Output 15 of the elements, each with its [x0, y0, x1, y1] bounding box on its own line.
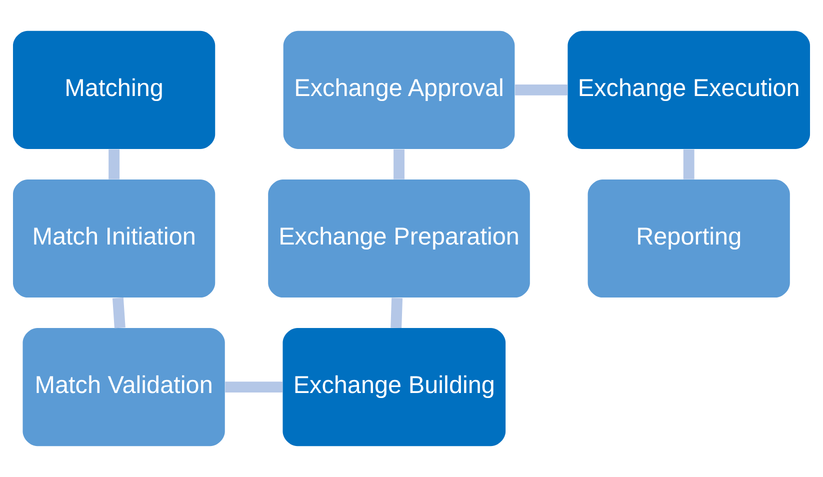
- node-box: Exchange Approval: [283, 30, 515, 149]
- connector: [394, 149, 404, 180]
- node-box: Match Validation: [22, 328, 225, 446]
- connector: [108, 149, 120, 180]
- connector: [112, 298, 126, 328]
- node-box: Match Initiation: [12, 179, 216, 298]
- node-box: Exchange Preparation: [268, 179, 530, 298]
- node-box: Exchange Building: [282, 328, 506, 446]
- connector: [515, 84, 568, 96]
- node-box: Reporting: [588, 179, 790, 298]
- node-box: Exchange Execution: [568, 30, 810, 149]
- node-box: Matching: [12, 30, 216, 149]
- connector: [225, 382, 283, 393]
- connector: [390, 298, 403, 328]
- connector: [683, 149, 694, 180]
